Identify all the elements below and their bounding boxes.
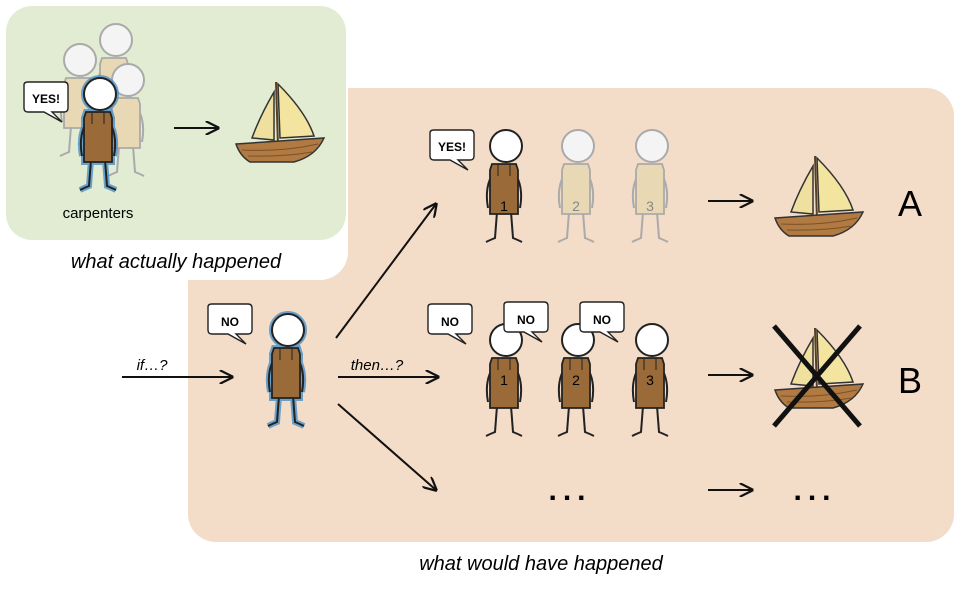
worker-number: 1 xyxy=(500,372,508,388)
no-bubble-text: NO xyxy=(517,313,535,327)
cross-out-x-icon xyxy=(772,324,862,428)
worker-number: 2 xyxy=(572,372,580,388)
no-bubble-text: NO xyxy=(221,315,239,329)
arrow-icon xyxy=(335,204,436,339)
yes-bubble-text: YES! xyxy=(438,140,466,154)
yes-bubble-text: YES! xyxy=(32,92,60,106)
ellipsis-workers: ... xyxy=(548,474,591,507)
worker-number: 2 xyxy=(572,198,580,214)
counterfactual-panel xyxy=(188,88,954,542)
then-label: then…? xyxy=(351,357,404,374)
actual-caption: what actually happened xyxy=(71,251,282,273)
worker-number: 3 xyxy=(646,198,654,214)
outcome-a-label: A xyxy=(898,183,922,224)
outcome-b-label: B xyxy=(898,360,922,401)
worker-number: 1 xyxy=(500,198,508,214)
arrow-icon xyxy=(337,403,436,490)
carpenters-label: carpenters xyxy=(63,205,134,222)
ellipsis-outcomes: ... xyxy=(793,474,836,507)
no-bubble-text: NO xyxy=(441,315,459,329)
if-label: if…? xyxy=(137,357,169,374)
no-bubble-text: NO xyxy=(593,313,611,327)
counterfactual-caption: what would have happened xyxy=(419,553,663,575)
worker-number: 3 xyxy=(646,372,654,388)
